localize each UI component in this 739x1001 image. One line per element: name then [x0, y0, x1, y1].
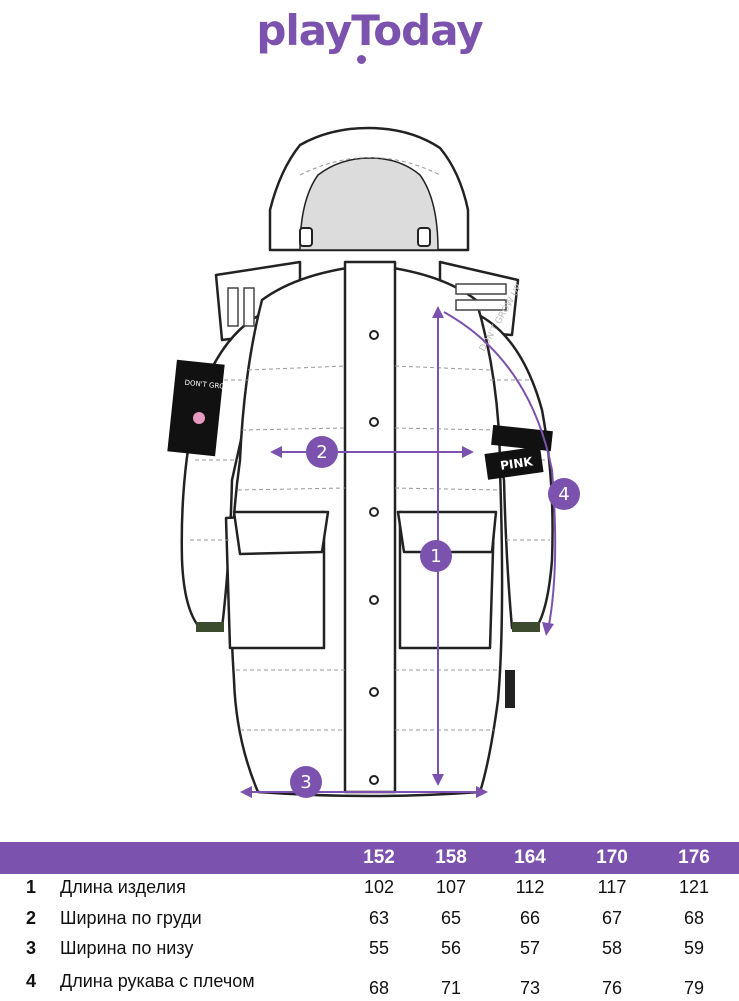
table-cell: 76 [601, 978, 623, 998]
measurement-arrowheads [240, 306, 554, 798]
marker-4: 4 [548, 478, 580, 510]
svg-text:1: 1 [430, 546, 441, 567]
table-cell: 102 [363, 877, 395, 897]
cuff-left [196, 622, 224, 632]
marker-3: 3 [290, 766, 322, 798]
table-row: 3 Ширина по низу 55 56 57 58 59 [0, 938, 739, 968]
table-cell: 79 [683, 978, 705, 998]
size-col-152: 152 [363, 847, 395, 868]
table-cell: 68 [683, 908, 705, 928]
jacket-diagram: DON'T GROW UP, IT'S A TRAP PINK DON'T GR… [167, 126, 580, 798]
size-col-176: 176 [678, 847, 710, 868]
hood-toggles [299, 227, 431, 247]
table-cell: 66 [519, 908, 541, 928]
table-row: 1 Длина изделия 102 107 112 117 121 [0, 877, 739, 907]
table-cell: 68 [368, 978, 390, 998]
table-row: 2 Ширина по груди 63 65 66 67 68 [0, 908, 739, 938]
size-col-158: 158 [435, 847, 467, 868]
svg-text:3: 3 [300, 772, 311, 793]
table-cell: 112 [515, 877, 545, 897]
pink-patch-text: PINK [499, 454, 534, 472]
snap-buttons [369, 330, 379, 785]
row-number: 4 [26, 971, 37, 991]
table-cell: 55 [368, 938, 390, 958]
size-header: 152 158 164 170 176 [0, 842, 739, 874]
size-col-164: 164 [514, 847, 546, 868]
svg-text:2: 2 [316, 442, 327, 463]
marker-1: 1 [420, 540, 452, 572]
pocket-flap-right [396, 510, 498, 554]
row-number: 2 [26, 908, 37, 928]
table-cell: 58 [601, 938, 623, 958]
table-row: 4 Длина рукава с плечом 68 71 73 76 79 [0, 971, 739, 1001]
table-cell: 67 [601, 908, 623, 928]
row-number: 1 [26, 877, 37, 897]
pocket-flap-left [232, 510, 330, 556]
row-number: 3 [26, 938, 37, 958]
cuff-right [512, 622, 540, 632]
collar-details [227, 283, 507, 327]
marker-2: 2 [306, 436, 338, 468]
table-cell: 63 [368, 908, 390, 928]
brand-logo: playToday [256, 6, 483, 55]
row-label: Ширина по низу [60, 938, 194, 958]
table-cell: 57 [519, 938, 541, 958]
table-cell: 59 [683, 938, 705, 958]
table-cell: 65 [440, 908, 462, 928]
table-cell: 56 [440, 938, 462, 958]
front-placket [343, 260, 397, 794]
svg-text:4: 4 [558, 484, 569, 505]
right-sleeve-patch: PINK [484, 424, 553, 480]
row-label: Ширина по груди [60, 908, 202, 928]
logo-dot [357, 55, 366, 64]
row-label: Длина изделия [60, 877, 186, 897]
row-label: Длина рукава с плечом [60, 971, 255, 991]
table-cell: 71 [440, 978, 462, 998]
size-col-170: 170 [596, 847, 628, 868]
table-cell: 121 [678, 877, 710, 897]
table-cell: 107 [435, 877, 467, 897]
table-cell: 73 [519, 978, 541, 998]
side-label-tag [505, 670, 515, 708]
table-cell: 117 [597, 877, 627, 897]
